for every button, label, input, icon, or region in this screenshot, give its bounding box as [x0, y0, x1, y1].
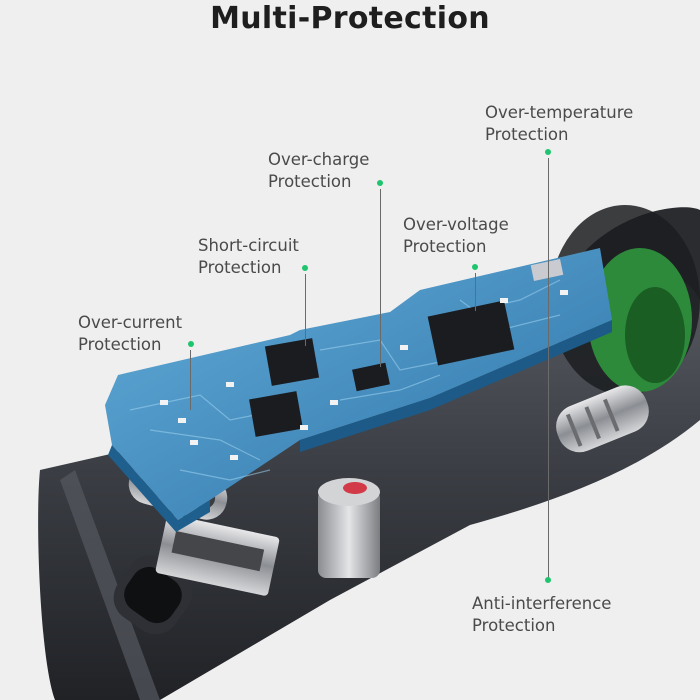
leader-over-charge — [380, 189, 381, 367]
marker-anti-interference — [545, 577, 551, 583]
label-over-voltage-line1: Over-voltage — [403, 215, 509, 234]
label-over-current-line1: Over-current — [78, 313, 183, 332]
label-short-circuit: Short-circuit Protection — [198, 235, 299, 279]
electrolytic-capacitor — [318, 478, 380, 578]
label-over-current-line2: Protection — [78, 335, 162, 354]
label-over-temperature-line2: Protection — [485, 125, 569, 144]
marker-over-current — [188, 341, 194, 347]
label-anti-interference-line1: Anti-interference — [472, 594, 612, 613]
label-over-voltage-line2: Protection — [403, 237, 487, 256]
label-over-charge-line2: Protection — [268, 172, 352, 191]
label-short-circuit-line1: Short-circuit — [198, 236, 299, 255]
page-title: Multi-Protection — [210, 1, 490, 36]
marker-short-circuit — [302, 265, 308, 271]
label-over-charge: Over-charge Protection — [268, 149, 369, 193]
usb-a-connector — [155, 514, 280, 596]
leader-over-voltage — [475, 273, 476, 311]
label-over-charge-line1: Over-charge — [268, 150, 370, 169]
leader-over-temperature — [548, 158, 549, 578]
label-over-current: Over-current Protection — [78, 312, 182, 356]
label-anti-interference: Anti-interference Protection — [472, 593, 611, 637]
marker-over-temperature — [545, 149, 551, 155]
marker-over-charge — [377, 180, 383, 186]
leader-over-current — [190, 350, 191, 410]
inductor-coil — [556, 385, 649, 453]
leader-short-circuit — [305, 274, 306, 346]
label-over-temperature: Over-temperature Protection — [485, 102, 633, 146]
label-over-voltage: Over-voltage Protection — [403, 214, 509, 258]
marker-over-voltage — [472, 264, 478, 270]
label-anti-interference-line2: Protection — [472, 616, 556, 635]
ic-chips — [249, 259, 564, 437]
label-short-circuit-line2: Protection — [198, 258, 282, 277]
smd-components — [160, 290, 568, 460]
label-over-temperature-line1: Over-temperature — [485, 103, 634, 122]
